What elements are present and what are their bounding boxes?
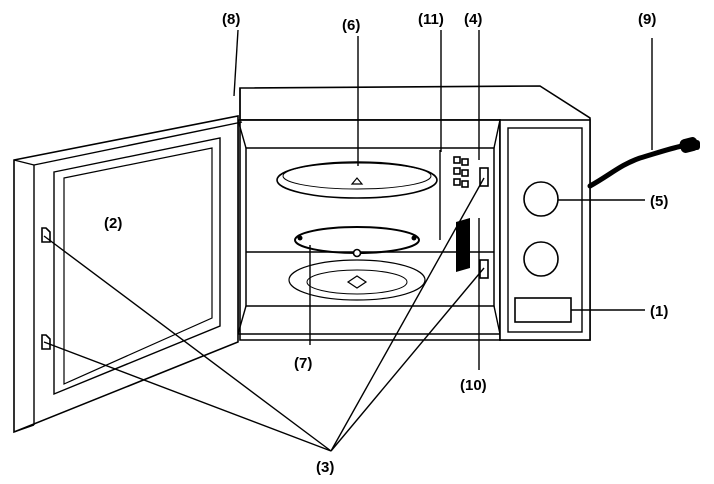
power-dial <box>523 241 559 277</box>
door-release-button <box>514 297 572 323</box>
callout-1: (1) <box>650 303 668 320</box>
callout-7: (7) <box>294 355 312 372</box>
callout-5: (5) <box>650 193 668 210</box>
callout-10: (10) <box>460 377 487 394</box>
control-panel <box>499 119 591 341</box>
turntable-floor <box>288 259 426 301</box>
callout-4: (4) <box>464 11 482 28</box>
glass-turntable <box>276 161 438 199</box>
callout-9: (9) <box>638 11 656 28</box>
callout-8: (8) <box>222 11 240 28</box>
timer-dial <box>523 181 559 217</box>
callout-3: (3) <box>316 459 334 476</box>
roller-ring <box>294 226 420 258</box>
leader-lines <box>43 29 653 452</box>
oven-door <box>13 115 243 434</box>
power-cord <box>587 137 700 189</box>
callout-6: (6) <box>342 17 360 34</box>
callout-2: (2) <box>104 215 122 232</box>
waveguide-cover <box>456 218 470 272</box>
callout-11: (11) <box>418 11 444 28</box>
